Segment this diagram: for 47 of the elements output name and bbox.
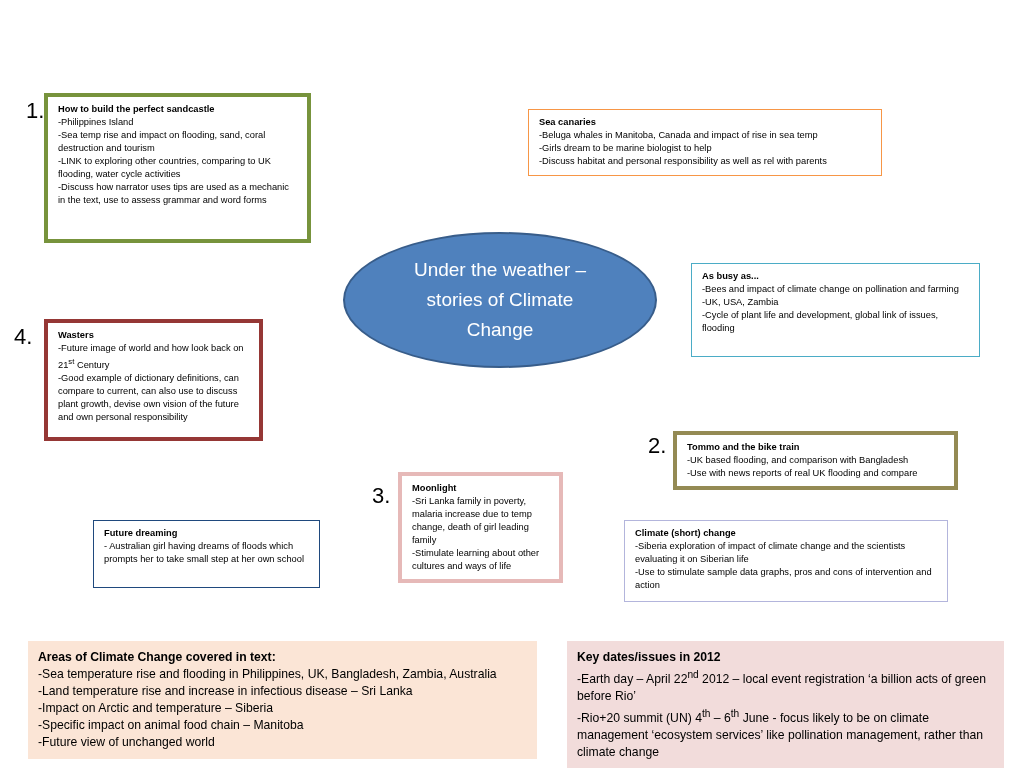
heading-text: Wasters xyxy=(58,329,95,342)
list-number: 4. xyxy=(14,325,33,349)
story-card xyxy=(528,109,882,176)
heading-text: Climate (short) change xyxy=(635,527,737,540)
title-text: Under the weather – stories of Climate Change xyxy=(412,258,588,342)
bullet-text: -Good example of dictionary definitions, can compare to current, can also use to discuss plant growth, devise own vision of the future and own personal responsibility xyxy=(58,372,240,425)
story-card xyxy=(691,263,980,357)
info-panel xyxy=(28,641,537,759)
bullet-text: -Use with news reports of real UK flooding and compare xyxy=(687,467,919,480)
heading-text: Moonlight xyxy=(412,482,458,495)
bullet-text: -Sea temp rise and impact on flooding, sand, coral destruction and tourism xyxy=(58,129,267,155)
bullet-text: -Earth day – April 22$^{nd}$ 2012 – local event registration ‘a billion acts of green before Rio’ xyxy=(577,668,987,706)
bullet-text: -Stimulate learning about other cultures and ways of life xyxy=(412,547,541,573)
heading-text: Future dreaming xyxy=(104,527,179,540)
info-panel xyxy=(567,641,1004,768)
list-number: 2. xyxy=(648,434,667,458)
heading-text: Areas of Climate Change covered in text: xyxy=(38,649,277,666)
bullet-text: -Cycle of plant life and development, global link of issues, flooding xyxy=(702,309,940,335)
bullet-text: -Beluga whales in Manitoba, Canada and impact of rise in sea temp xyxy=(539,129,819,142)
bullet-text: -Specific impact on animal food chain – Manitoba xyxy=(38,717,305,734)
heading-text: Sea canaries xyxy=(539,116,597,129)
bullet-text: -Future image of world and how look back on 21$^{st}$ Century xyxy=(58,342,245,373)
bullet-text: -Philippines Island xyxy=(58,116,135,129)
bullet-text: -Use to stimulate sample data graphs, pros and cons of intervention and action xyxy=(635,566,933,592)
bullet-text: -Discuss habitat and personal responsibility as well as rel with parents xyxy=(539,155,828,168)
heading-text: Tommo and the bike train xyxy=(687,441,801,454)
bullet-text: -Impact on Arctic and temperature – Siberia xyxy=(38,700,275,717)
story-card xyxy=(93,520,320,588)
bullet-text: -Discuss how narrator uses tips are used as a mechanic in the text, use to assess grammar and word forms xyxy=(58,181,290,207)
bullet-text: -UK, USA, Zambia xyxy=(702,296,780,309)
heading-text: Key dates/issues in 2012 xyxy=(577,649,722,666)
bullet-text: -UK based flooding, and comparison with Bangladesh xyxy=(687,454,910,467)
bullet-text: -Girls dream to be marine biologist to help xyxy=(539,142,713,155)
heading-text: How to build the perfect sandcastle xyxy=(58,103,216,116)
list-number: 3. xyxy=(372,484,391,508)
bullet-text: -Future view of unchanged world xyxy=(38,734,216,751)
bullet-text: -Siberia exploration of impact of climate change and the scientists evaluating it on Siberian life xyxy=(635,540,907,566)
bullet-text: -Sri Lanka family in poverty, malaria increase due to temp change, death of girl leading family xyxy=(412,495,533,547)
list-number: 1. xyxy=(26,99,45,123)
story-card xyxy=(624,520,948,602)
bullet-text: -Sea temperature rise and flooding in Philippines, UK, Bangladesh, Zambia, Australia xyxy=(38,666,498,683)
bullet-text: - Australian girl having dreams of floods which prompts her to take small step at her own school xyxy=(104,540,305,566)
heading-text: As busy as... xyxy=(702,270,760,283)
bullet-text: -Land temperature rise and increase in infectious disease – Sri Lanka xyxy=(38,683,414,700)
bullet-text: -Rio+20 summit (UN) 4$^{th}$ – 6$^{th}$ June - focus likely to be on climate management ‘ecosystem services’ like pollination management, rather than climate change xyxy=(577,707,984,762)
bullet-text: -Bees and impact of climate change on pollination and farming xyxy=(702,283,960,296)
bullet-text: -LINK to exploring other countries, comparing to UK flooding, water cycle activities xyxy=(58,155,272,181)
